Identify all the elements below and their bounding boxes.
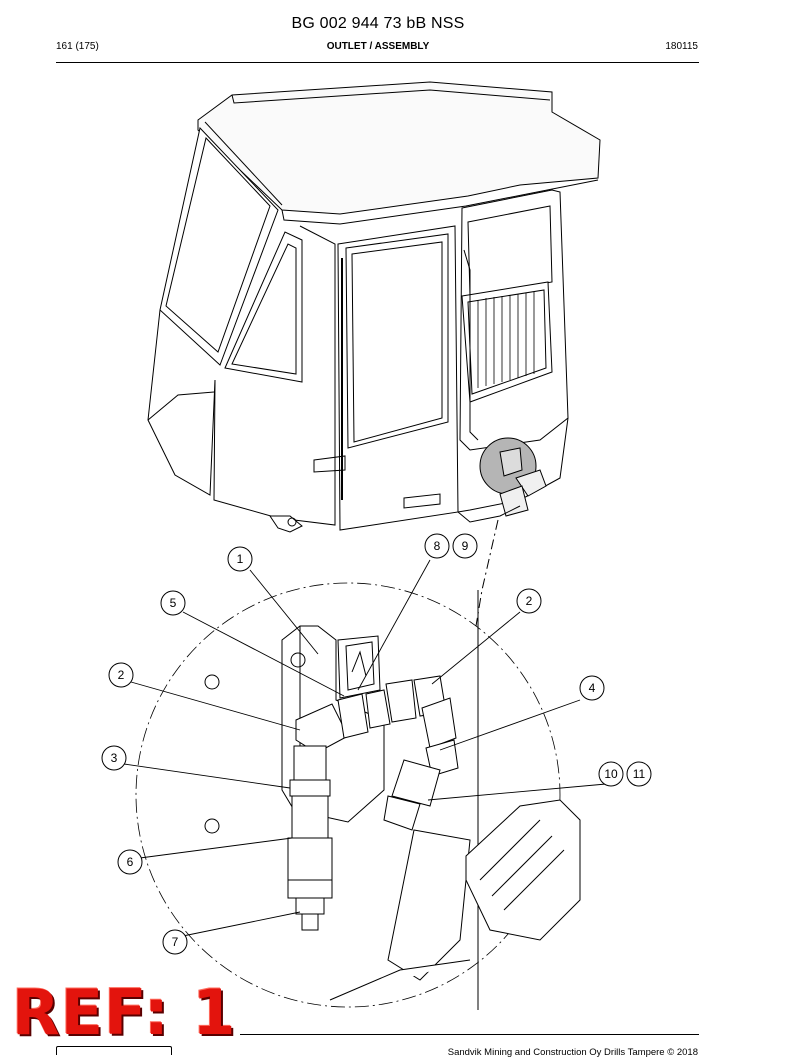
fitting-assembly xyxy=(287,675,459,931)
callout-11: 11 xyxy=(626,761,652,787)
callout-2-left: 2 xyxy=(108,662,134,688)
page-counter: 161 (175) xyxy=(56,41,99,52)
detail-circle xyxy=(135,582,561,1008)
header-rule xyxy=(56,62,699,63)
cabin-windshield xyxy=(147,126,279,496)
page-title: OUTLET / ASSEMBLY xyxy=(326,41,430,52)
callout-5: 5 xyxy=(160,590,186,616)
callout-6: 6 xyxy=(117,849,143,875)
svg-text:8: 8 xyxy=(434,539,441,553)
callout-3: 3 xyxy=(101,745,127,771)
svg-text:7: 7 xyxy=(172,935,179,949)
date-code: 180115 xyxy=(665,41,698,52)
footer-rule xyxy=(240,1034,699,1035)
outlet-highlight xyxy=(479,437,547,517)
svg-text:6: 6 xyxy=(127,855,134,869)
detail-leader xyxy=(475,519,499,627)
callout-8: 8 xyxy=(424,533,450,559)
svg-text:2: 2 xyxy=(118,668,125,682)
document-number: BG 002 944 73 bB NSS xyxy=(291,15,465,32)
callout-7: 7 xyxy=(162,929,188,955)
svg-text:9: 9 xyxy=(462,539,469,553)
svg-text:1: 1 xyxy=(237,552,244,566)
callout-1: 1 xyxy=(227,546,253,572)
cabin-base xyxy=(269,505,521,533)
cabin-right-panel xyxy=(457,189,569,513)
cabin-roof xyxy=(197,81,601,225)
callout-2-right: 2 xyxy=(516,588,542,614)
leader-lines xyxy=(123,559,607,937)
cabin-door xyxy=(313,225,459,531)
svg-text:11: 11 xyxy=(633,767,646,781)
svg-text:2: 2 xyxy=(526,594,533,608)
callout-9: 9 xyxy=(452,533,478,559)
svg-text:3: 3 xyxy=(111,751,118,765)
ref-stamp: REF: 1 xyxy=(12,976,237,1049)
cabin-side-window xyxy=(213,225,336,526)
callout-10: 10 xyxy=(598,761,624,787)
svg-text:4: 4 xyxy=(589,681,596,695)
svg-text:5: 5 xyxy=(170,596,177,610)
lower-components xyxy=(329,799,581,1001)
sandvik-logo xyxy=(56,1046,172,1055)
svg-text:10: 10 xyxy=(604,767,618,781)
callout-4: 4 xyxy=(579,675,605,701)
